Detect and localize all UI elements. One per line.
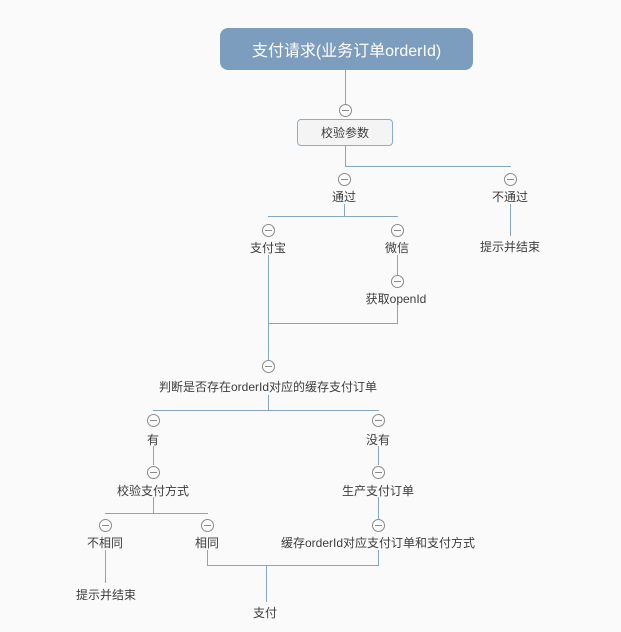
connector-line (378, 550, 379, 565)
connector-line (378, 497, 379, 519)
connector-line (268, 323, 398, 324)
connector-line (207, 550, 208, 565)
connector-line (510, 204, 511, 236)
collapse-minus-icon[interactable] (339, 104, 352, 117)
connector-line (378, 446, 379, 465)
connector-line (153, 446, 154, 465)
connector-line (266, 565, 267, 602)
collapse-minus-icon[interactable] (338, 173, 351, 186)
connector-line (345, 166, 511, 167)
connector-line (153, 497, 154, 513)
connector-line (345, 146, 346, 166)
node-check-cached-order[interactable]: 判断是否存在orderId对应的缓存支付订单 (158, 380, 378, 394)
node-pass[interactable]: 通过 (331, 190, 357, 204)
node-verify-pay-method[interactable]: 校验支付方式 (116, 484, 190, 498)
collapse-minus-icon[interactable] (504, 173, 517, 186)
connector-line (268, 255, 269, 360)
node-fail-end[interactable]: 提示并结束 (479, 240, 541, 254)
collapse-minus-icon[interactable] (372, 466, 385, 479)
node-payment-request[interactable]: 支付请求(业务订单orderId) (220, 28, 473, 70)
collapse-minus-icon[interactable] (99, 519, 112, 532)
node-same[interactable]: 相同 (194, 536, 220, 550)
collapse-minus-icon[interactable] (391, 224, 404, 237)
connector-line (397, 306, 398, 324)
collapse-minus-icon[interactable] (262, 360, 275, 373)
node-get-openid[interactable]: 获取openId (365, 292, 427, 306)
node-validate-params[interactable]: 校验参数 (297, 119, 393, 146)
node-not-same[interactable]: 不相同 (86, 536, 124, 550)
node-fail[interactable]: 不通过 (491, 190, 529, 204)
node-has-not[interactable]: 没有 (365, 433, 391, 447)
node-wechat[interactable]: 微信 (384, 241, 410, 255)
node-cache-order[interactable]: 缓存orderId对应支付订单和支付方式 (280, 536, 476, 550)
node-has[interactable]: 有 (146, 433, 160, 447)
connector-line (105, 513, 208, 514)
collapse-minus-icon[interactable] (201, 519, 214, 532)
connector-line (105, 550, 106, 583)
connector-line (153, 410, 379, 411)
connector-line (344, 204, 345, 216)
connector-line (268, 216, 398, 217)
collapse-minus-icon[interactable] (262, 224, 275, 237)
collapse-minus-icon[interactable] (147, 466, 160, 479)
collapse-minus-icon[interactable] (372, 519, 385, 532)
collapse-minus-icon[interactable] (147, 414, 160, 427)
node-alipay[interactable]: 支付宝 (249, 241, 287, 255)
node-create-pay-order[interactable]: 生产支付订单 (341, 484, 415, 498)
collapse-minus-icon[interactable] (372, 414, 385, 427)
connector-line (268, 395, 269, 411)
connector-line (397, 255, 398, 275)
node-pay[interactable]: 支付 (252, 606, 278, 620)
connector-line (345, 70, 346, 104)
node-not-same-end[interactable]: 提示并结束 (75, 588, 137, 602)
connector-line (207, 565, 379, 566)
collapse-minus-icon[interactable] (391, 275, 404, 288)
